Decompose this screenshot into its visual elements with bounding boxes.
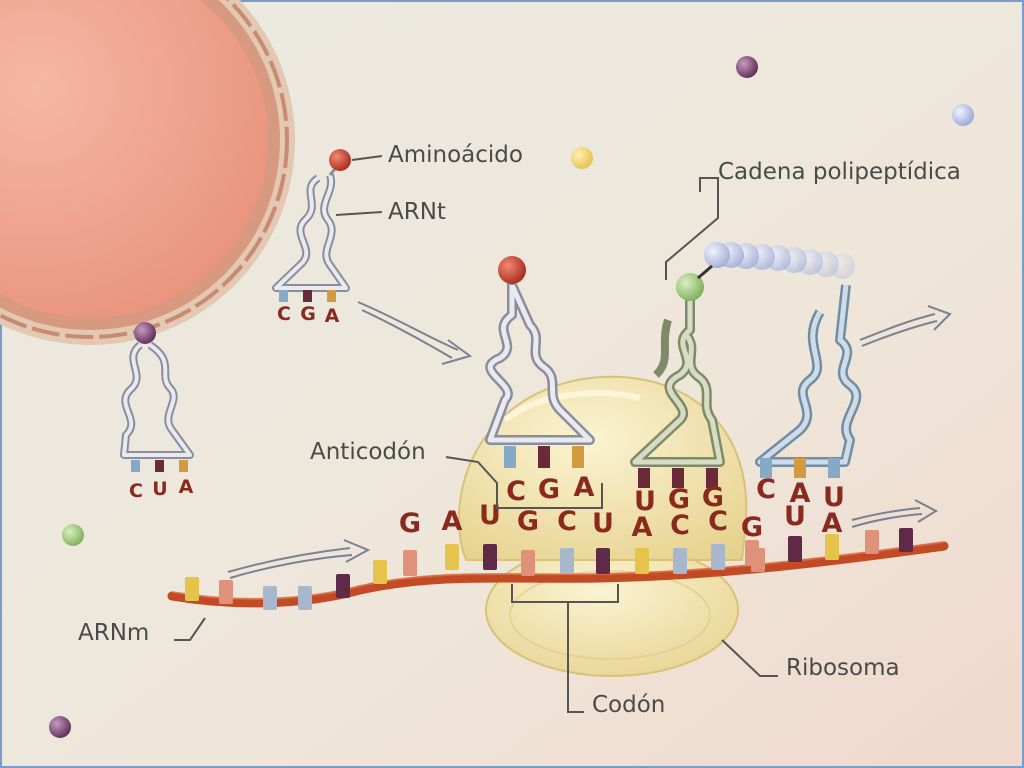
- amino-acid-ball: [49, 716, 71, 738]
- free-amino-acids: [49, 56, 974, 738]
- amino-acid-ball: [676, 273, 704, 301]
- mrna-base: G: [741, 512, 763, 543]
- amino-acid-ball: [62, 524, 84, 546]
- anticodon-base: C: [129, 480, 143, 502]
- label-codon: Codón: [592, 692, 665, 718]
- nucleotide-tick: [788, 536, 802, 562]
- nucleotide-tick: [373, 560, 387, 584]
- amino-acid-ball: [736, 56, 758, 78]
- anticodon-base: C: [506, 476, 526, 507]
- nucleotide-tick: [745, 540, 759, 566]
- nucleus: [0, 0, 295, 345]
- polypeptide-chain: [697, 242, 855, 280]
- label-arnt: ARNt: [388, 199, 446, 225]
- trna-site-3: C A U: [755, 284, 862, 513]
- anticodon-base: G: [538, 474, 560, 505]
- label-aminoacido: Aminoácido: [388, 142, 523, 168]
- amino-acid-ball: [498, 256, 526, 284]
- anticodon-base: A: [325, 305, 340, 327]
- amino-acid-ball: [952, 104, 974, 126]
- arrow-icon: [859, 305, 952, 347]
- mrna-base: A: [822, 508, 843, 539]
- anticodon-base: U: [634, 486, 656, 517]
- nucleotide-tick: [899, 528, 913, 552]
- mrna-base: A: [632, 512, 653, 543]
- arrow-icon: [227, 539, 371, 579]
- label-anticodon: Anticodón: [310, 439, 426, 465]
- nucleotide-tick: [403, 550, 417, 576]
- trna-free-1: C G A: [272, 149, 351, 327]
- nucleotide-tick: [445, 544, 459, 570]
- nucleotide-tick: [263, 586, 277, 610]
- leader-lines: [174, 155, 778, 713]
- nucleotide-tick: [596, 548, 610, 574]
- anticodon-base: G: [702, 482, 724, 513]
- nucleotide-tick: [673, 548, 687, 574]
- anticodon-base: A: [179, 476, 194, 498]
- mrna-base: C: [557, 506, 577, 537]
- mrna-base: A: [442, 506, 463, 537]
- mrna-backbone: [167, 541, 949, 608]
- trna-site-1: C G A: [485, 256, 595, 507]
- anticodon-base: U: [823, 482, 845, 513]
- nucleotide-tick: [298, 586, 312, 610]
- anticodon-base: C: [756, 474, 776, 505]
- label-ribosoma: Ribosoma: [786, 655, 900, 681]
- anticodon-base: U: [152, 478, 167, 500]
- mrna-base: U: [592, 508, 614, 539]
- anticodon-base: A: [790, 478, 811, 509]
- nucleotide-tick: [336, 574, 350, 598]
- anticodon-base: A: [574, 472, 595, 503]
- label-cadena-polipeptidica: Cadena polipeptídica: [718, 159, 961, 185]
- mrna-strand: [167, 528, 949, 610]
- mrna-base: C: [670, 510, 690, 541]
- amino-acid-ball: [134, 322, 156, 344]
- labels: Aminoácido ARNt Cadena polipeptídica Ant…: [78, 142, 961, 718]
- direction-arrows: [227, 301, 952, 579]
- mrna-base: C: [708, 506, 728, 537]
- nucleotide-tick: [865, 530, 879, 554]
- trna-free-2: C U A: [120, 322, 194, 502]
- amino-acid-ball: [571, 147, 593, 169]
- nucleotide-tick: [483, 544, 497, 570]
- nucleotide-tick: [635, 548, 649, 574]
- anticodon-base: C: [277, 303, 291, 325]
- anticodon-base: G: [300, 303, 316, 325]
- nucleotide-tick: [825, 534, 839, 560]
- mrna-base: U: [784, 501, 806, 532]
- nucleotide-tick: [185, 577, 199, 601]
- arrow-icon: [851, 499, 939, 528]
- trna-site-2: U G G: [630, 273, 725, 517]
- nucleotide-tick: [219, 580, 233, 604]
- arrow-icon: [357, 301, 473, 365]
- label-arnm: ARNm: [78, 620, 149, 646]
- mrna-base: U: [479, 500, 501, 531]
- amino-acid-ball: [329, 149, 351, 171]
- nucleotide-tick: [560, 548, 574, 574]
- nucleotide-tick: [711, 544, 725, 570]
- nucleotide-tick: [521, 550, 535, 576]
- mrna-base: G: [517, 506, 539, 537]
- mrna-base: G: [399, 508, 421, 539]
- anticodon-base: G: [668, 484, 690, 515]
